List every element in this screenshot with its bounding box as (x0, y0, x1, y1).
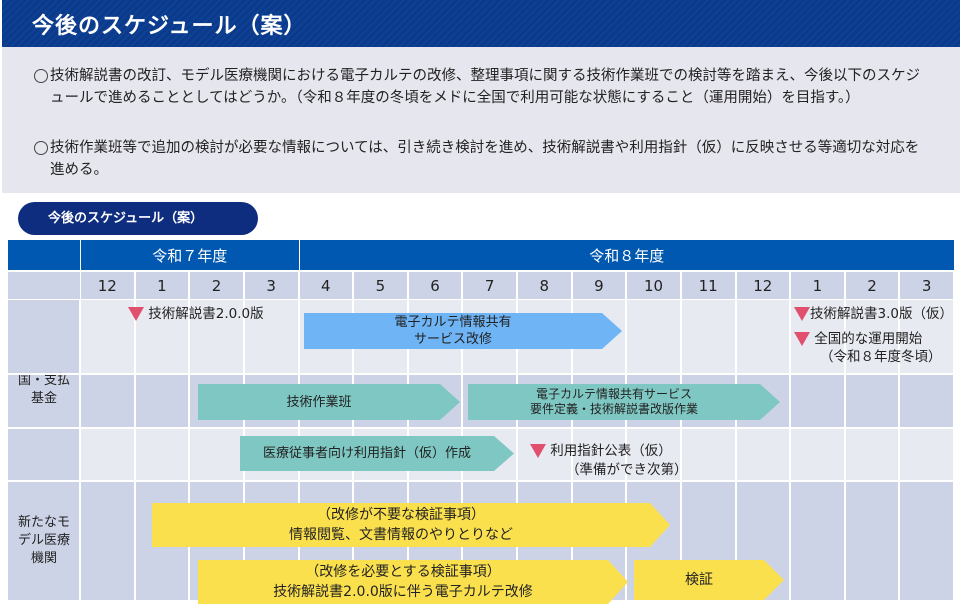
month-header: 12 (736, 272, 790, 299)
milestone-guideline: 利用指針公表（仮） (530, 442, 672, 461)
grid-line (79, 300, 81, 600)
title-bar: 今後のスケジュール（案） (2, 0, 960, 47)
grid-line (8, 427, 954, 429)
grid-line (898, 300, 901, 600)
grid-line (843, 300, 846, 600)
triangle-marker-icon (128, 307, 144, 321)
month-header: 9 (572, 272, 626, 299)
grid-line (625, 300, 628, 600)
circle-bullet-icon (34, 141, 48, 155)
milestone-nationwide: 全国的な運用開始 (794, 330, 922, 349)
grid-line (953, 300, 955, 600)
month-header: 3 (900, 272, 953, 299)
intro-text: 技術作業班等で追加の検討が必要な情報については、引き続き検討を進め、技術解説書や… (50, 140, 920, 178)
triangle-marker-icon (794, 307, 810, 321)
intro-paragraph: 技術作業班等で追加の検討が必要な情報については、引き続き検討を進め、技術解説書や… (34, 137, 930, 181)
year-header: 令和８年度 (299, 240, 954, 270)
grid-line (8, 480, 954, 482)
grid-line (188, 300, 191, 600)
grid-line (679, 300, 682, 600)
triangle-marker-icon (530, 444, 546, 458)
page-title: 今後のスケジュール（案） (32, 14, 307, 39)
month-header: 11 (681, 272, 735, 299)
intro-text: 技術解説書の改訂、モデル医療機関における電子カルテの改修、整理事項に関する技術作… (50, 68, 920, 106)
grid-line (734, 300, 737, 600)
bar-requirements: 電子カルテ情報共有サービス 要件定義・技術解説書改版作業 (468, 384, 780, 420)
month-header: 5 (354, 272, 407, 299)
bar-no-modification: （改修が不要な検証事項） 情報閲覧、文書情報のやりとりなど (152, 503, 670, 547)
milestone-label: 技術解説書3.0版（仮） (810, 306, 953, 322)
grid-line (570, 300, 573, 600)
grid-line (8, 373, 954, 375)
milestone-label: 全国的な運用開始 (814, 331, 923, 347)
bar-guideline: 医療従事者向け利用指針（仮）作成 (240, 436, 514, 471)
month-header: 6 (408, 272, 462, 299)
bar-working-group: 技術作業班 (198, 384, 460, 420)
bar-modification: （改修を必要とする検証事項） 技術解説書2.0.0版に伴う電子カルテ改修 (198, 560, 628, 604)
circle-bullet-icon (34, 69, 48, 83)
milestone-note: （準備ができ次第） (566, 462, 688, 478)
month-corner (8, 272, 80, 299)
group-label: 新たなモ デル医療 機関 (8, 481, 80, 600)
grid-line (133, 300, 136, 600)
milestone-manual-v3: 技術解説書3.0版（仮） (794, 305, 953, 324)
triangle-marker-icon (794, 332, 810, 346)
month-header: 12 (81, 272, 134, 299)
intro-paragraph: 技術解説書の改訂、モデル医療機関における電子カルテの改修、整理事項に関する技術作… (34, 65, 930, 109)
month-header: 4 (299, 272, 353, 299)
month-header: 10 (627, 272, 680, 299)
month-header: 2 (190, 272, 243, 299)
month-header: 2 (845, 272, 899, 299)
milestone-note: （令和８年度冬頃） (820, 349, 942, 365)
month-header: 1 (791, 272, 844, 299)
milestone-label: 技術解説書2.0.0版 (148, 306, 264, 322)
milestone-manual-v2: 技術解説書2.0.0版 (128, 305, 264, 324)
month-header: 1 (135, 272, 189, 299)
intro-box: 技術解説書の改訂、モデル医療機関における電子カルテの改修、整理事項に関する技術作… (2, 47, 960, 193)
grid-line (516, 300, 518, 600)
schedule-label: 今後のスケジュール（案） (18, 202, 258, 235)
bar-verification: 検証 (634, 560, 784, 600)
group-label: 国・支払 基金 (8, 300, 80, 480)
month-header: 3 (244, 272, 298, 299)
year-header: 令和７年度 (81, 240, 299, 270)
grid-line (789, 300, 792, 600)
milestone-label: 利用指針公表（仮） (550, 443, 672, 459)
month-header: 8 (518, 272, 571, 299)
header-corner (8, 240, 80, 270)
month-header: 7 (463, 272, 516, 299)
bar-emr-service: 電子カルテ情報共有 サービス改修 (304, 313, 622, 349)
